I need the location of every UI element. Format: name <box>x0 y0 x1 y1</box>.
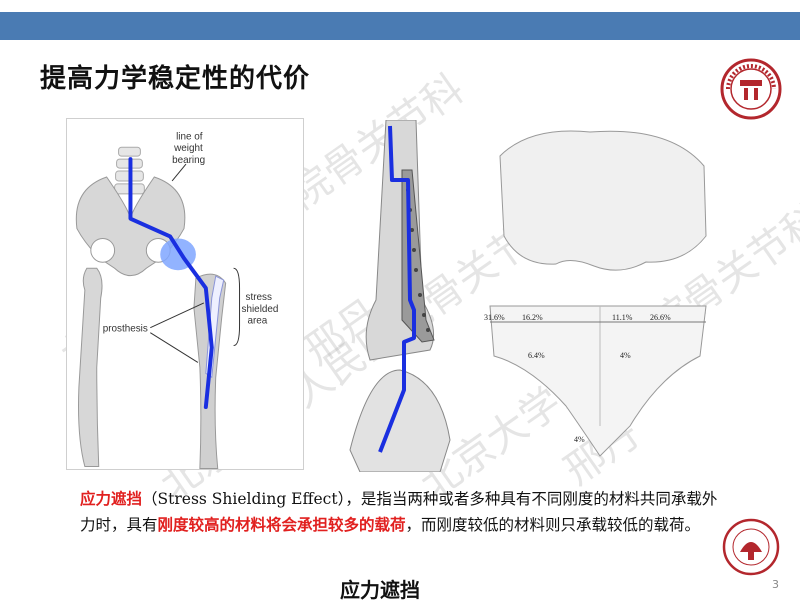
label-bearing: bearing <box>172 155 205 166</box>
pct-label: 4% <box>574 435 585 444</box>
pct-label: 16.2% <box>522 313 543 322</box>
label-line-of: line of <box>176 131 203 142</box>
caption-highlight: 刚度较高的材料将会承担较多的载荷 <box>157 515 406 534</box>
label-area: area <box>247 316 267 327</box>
caption-paragraph: 应力遮挡（Stress Shielding Effect），是指当两种或者多种具… <box>80 486 720 538</box>
caption-term: 应力遮挡 <box>80 489 143 508</box>
hospital-logo-icon <box>722 518 780 576</box>
hip-prosthesis-figure: line of weight bearing stress shielded a… <box>66 118 304 470</box>
caption-text: （Stress Shielding Effect），是指当两种或者多种具有不同刚… <box>80 490 718 534</box>
figure-subtitle: 应力遮挡 <box>340 578 420 602</box>
caption-rest: ，而刚度较低的材料则只承载较低的载荷。 <box>405 516 701 534</box>
pct-label: 31.6% <box>484 313 505 322</box>
knee-load-figure: 31.6% 16.2% 11.1% 26.6% 6.4% 4% 4% <box>484 130 707 457</box>
pct-label: 6.4% <box>528 351 545 360</box>
page-number: 3 <box>772 578 779 591</box>
pct-label: 26.6% <box>650 313 671 322</box>
university-logo-icon <box>720 58 782 120</box>
label-shielded: shielded <box>242 304 279 315</box>
header-bar <box>0 12 800 40</box>
label-weight: weight <box>173 143 203 154</box>
pct-label: 4% <box>620 351 631 360</box>
pct-label: 11.1% <box>612 313 633 322</box>
label-prosthesis: prosthesis <box>103 324 148 335</box>
slide-title: 提高力学稳定性的代价 <box>40 64 311 94</box>
tibia-plate-figure <box>349 120 451 472</box>
label-stress: stress <box>245 292 271 303</box>
